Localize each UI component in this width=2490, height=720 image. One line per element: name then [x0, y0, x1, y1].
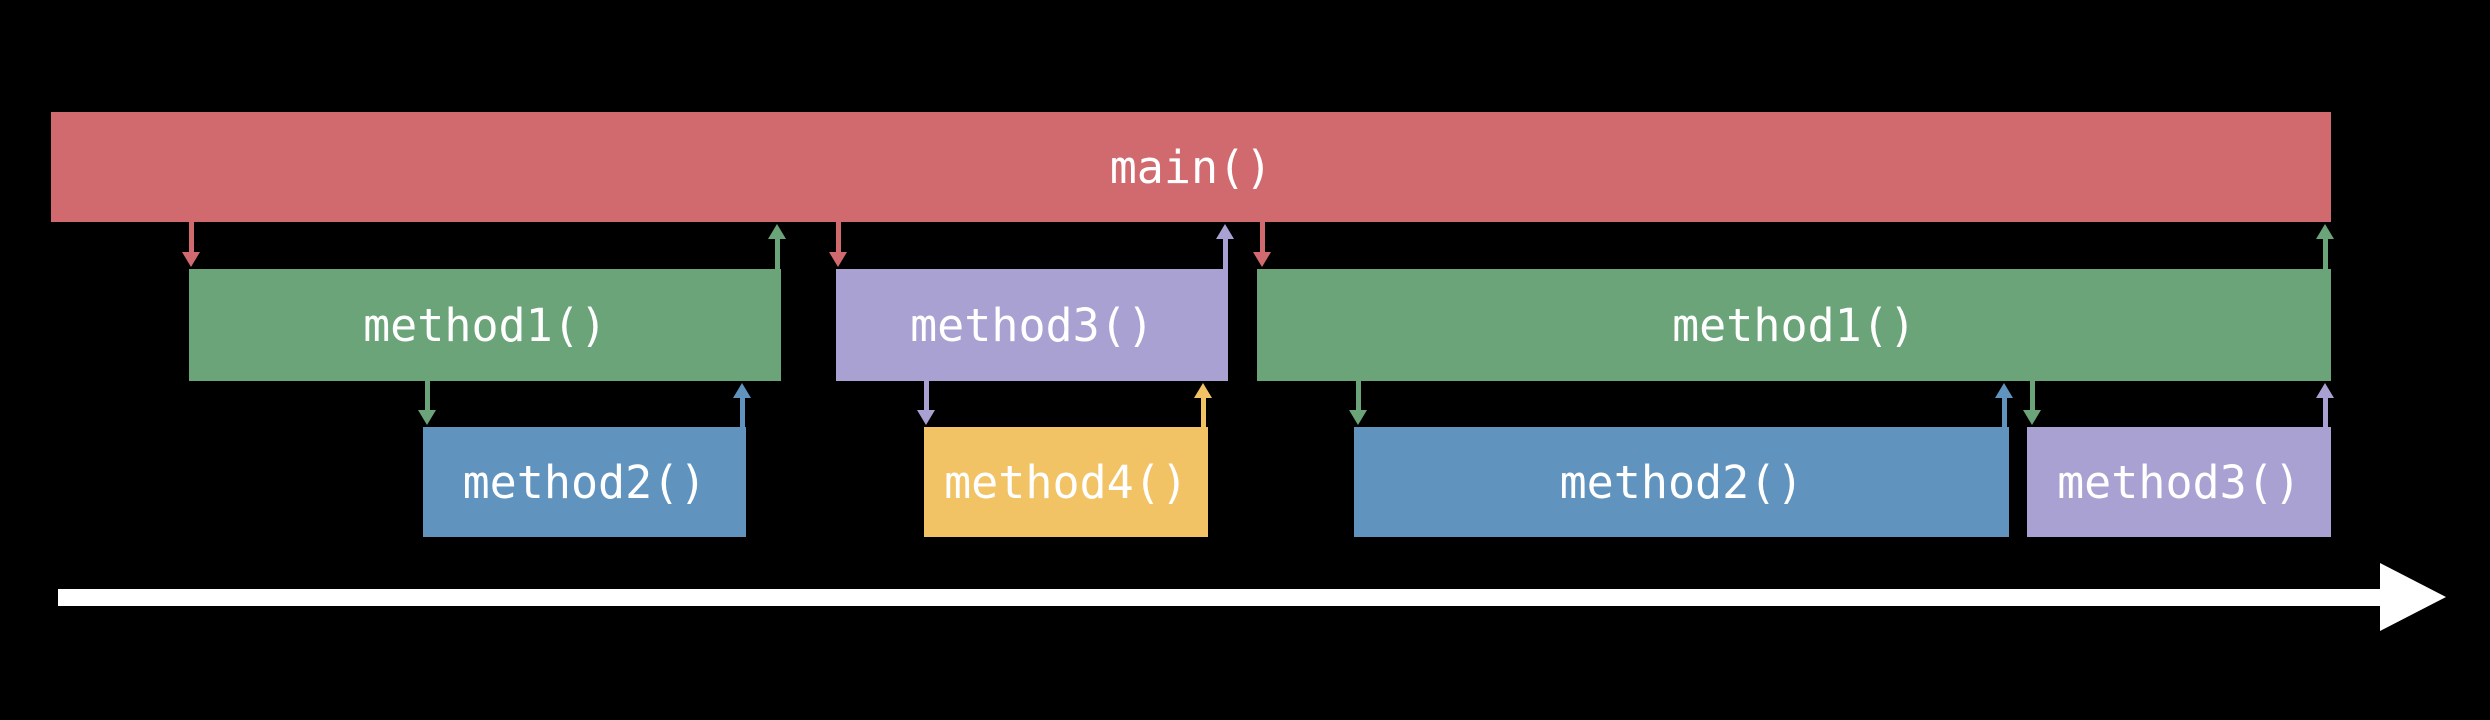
return-arrow-return-method4 [1194, 383, 1212, 427]
bar-method1-second: method1() [1257, 269, 2331, 381]
bar-label-method4: method4() [944, 455, 1188, 509]
return-arrow-return-method2-second [1995, 383, 2013, 427]
arrowhead-down-icon [182, 252, 200, 267]
call-arrow-call-main-method1-second [1253, 222, 1271, 267]
bar-method2-first: method2() [423, 427, 746, 537]
arrow-shaft [2029, 381, 2035, 410]
arrowhead-down-icon [2023, 410, 2041, 425]
arrowhead-down-icon [829, 252, 847, 267]
call-arrow-call-method1-method2-first [418, 381, 436, 425]
arrowhead-up-icon [2316, 224, 2334, 239]
bar-method3-first: method3() [836, 269, 1228, 381]
return-arrow-return-method3-first-main [1216, 224, 1234, 269]
arrow-shaft [739, 398, 745, 427]
return-arrow-return-method1-first-main [768, 224, 786, 269]
arrow-shaft [188, 222, 194, 252]
arrowhead-up-icon [1995, 383, 2013, 398]
arrow-shaft [923, 381, 929, 410]
bar-label-main: main() [1109, 140, 1273, 194]
bar-method1-first: method1() [189, 269, 781, 381]
arrow-shaft [1259, 222, 1265, 252]
time-axis-arrowhead-icon [2380, 563, 2446, 631]
arrowhead-up-icon [768, 224, 786, 239]
arrow-shaft [2001, 398, 2007, 427]
return-arrow-return-method3-second [2316, 383, 2334, 427]
arrowhead-down-icon [1349, 410, 1367, 425]
arrow-shaft [1222, 239, 1228, 269]
call-arrow-call-method3-method4 [917, 381, 935, 425]
arrow-shaft [424, 381, 430, 410]
time-axis-shaft [58, 589, 2380, 606]
bar-label-method3-first: method3() [910, 298, 1154, 352]
bar-method3-second: method3() [2027, 427, 2331, 537]
arrowhead-up-icon [1216, 224, 1234, 239]
bar-label-method2-second: method2() [1559, 455, 1804, 509]
arrowhead-down-icon [418, 410, 436, 425]
arrowhead-up-icon [1194, 383, 1212, 398]
return-arrow-return-method1-second-main [2316, 224, 2334, 269]
bar-method2-second: method2() [1354, 427, 2009, 537]
call-arrow-call-method1-method3-second [2023, 381, 2041, 425]
bar-label-method1-first: method1() [363, 298, 607, 352]
call-arrow-call-method1-method2-second [1349, 381, 1367, 425]
arrow-shaft [835, 222, 841, 252]
arrowhead-down-icon [917, 410, 935, 425]
arrowhead-up-icon [733, 383, 751, 398]
call-arrow-call-main-method1-first [182, 222, 200, 267]
arrowhead-down-icon [1253, 252, 1271, 267]
arrowhead-up-icon [2316, 383, 2334, 398]
bar-label-method2-first: method2() [462, 455, 707, 509]
bar-label-method3-second: method3() [2057, 455, 2301, 509]
arrow-shaft [2322, 398, 2328, 427]
bar-method4: method4() [924, 427, 1208, 537]
arrow-shaft [774, 239, 780, 269]
bar-label-method1-second: method1() [1672, 298, 1916, 352]
call-arrow-call-main-method3-first [829, 222, 847, 267]
arrow-shaft [1200, 398, 1206, 427]
bar-main: main() [51, 112, 2331, 222]
arrow-shaft [1355, 381, 1361, 410]
return-arrow-return-method2-first [733, 383, 751, 427]
arrow-shaft [2322, 239, 2328, 269]
